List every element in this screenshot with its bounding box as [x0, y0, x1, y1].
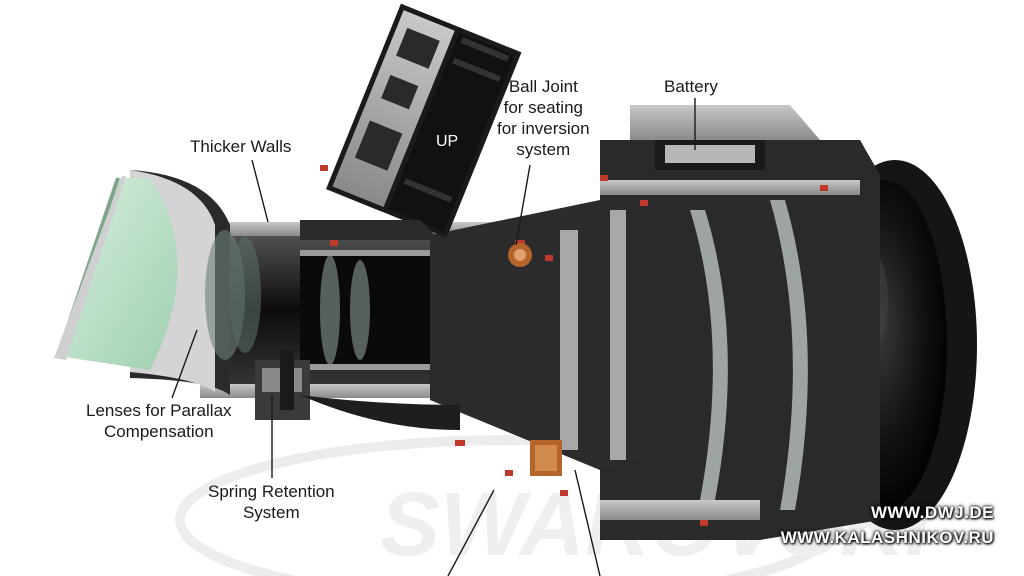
label-ball-joint-line-4: system: [516, 140, 571, 159]
label-battery-text: Battery: [664, 77, 718, 96]
leader-lenses-parallax: [171, 329, 198, 399]
label-spring-retention-line-2: System: [242, 503, 300, 522]
label-battery: Battery: [664, 76, 718, 97]
label-ball-joint-line-3: for inversion: [497, 119, 590, 138]
watermark-kalashnikov: WWW.KALASHNIKOV.RU: [780, 528, 994, 547]
label-spring-retention: Spring Retention System: [208, 481, 335, 523]
leader-bottom-left: [447, 489, 495, 576]
leader-bottom-right: [574, 469, 601, 576]
saddle-housing: [430, 200, 640, 470]
label-thicker-walls-text: Thicker Walls: [190, 137, 292, 156]
battery-compartment: [630, 105, 820, 140]
leader-thicker-walls: [251, 159, 269, 223]
elevation-turret: [326, 3, 522, 238]
label-spring-retention-line-1: Spring Retention: [208, 482, 335, 501]
label-lenses-parallax: Lenses for Parallax Compensation: [86, 400, 232, 442]
leader-ball-joint: [515, 164, 531, 246]
label-lenses-parallax-line-1: Lenses for Parallax: [86, 401, 232, 420]
label-thicker-walls: Thicker Walls: [190, 136, 291, 157]
leader-lines: [171, 98, 696, 576]
label-ball-joint-line-2: for seating: [503, 98, 583, 117]
label-ball-joint-line-1: Ball Joint: [508, 77, 578, 96]
objective-lens-element: [690, 210, 728, 500]
turret-up-marking: UP: [436, 133, 459, 150]
label-ball-joint: Ball Joint for seating for inversion sys…: [497, 76, 590, 160]
label-lenses-parallax-line-2: Compensation: [103, 422, 214, 441]
watermark-dwj: WWW.DWJ.DE: [870, 503, 994, 522]
ocular-lens: [58, 178, 178, 370]
objective-housing: [600, 140, 880, 540]
